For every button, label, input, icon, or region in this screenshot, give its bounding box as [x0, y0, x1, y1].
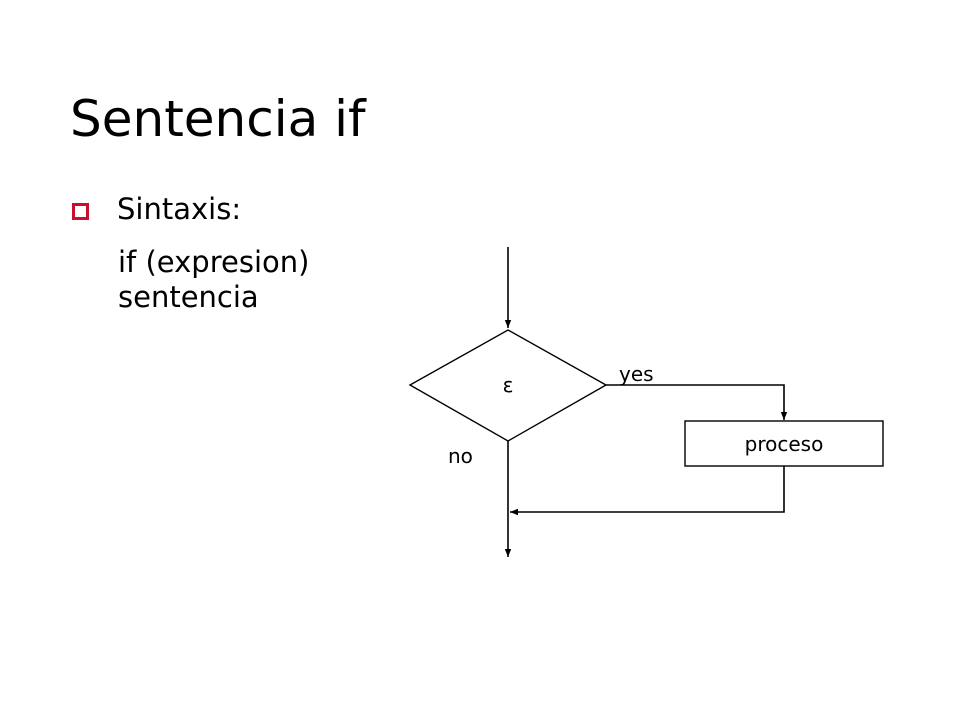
- bullet-item: Sintaxis:: [72, 192, 241, 227]
- yes-label: yes: [619, 362, 654, 386]
- process-label: proceso: [745, 432, 824, 456]
- process-box: [684, 420, 884, 467]
- syntax-code: if (expresion) sentencia: [118, 245, 309, 315]
- return-arrow: [510, 466, 785, 516]
- slide-title: Sentencia if: [70, 90, 366, 148]
- hollow-square-bullet-icon: [72, 202, 89, 220]
- code-line: if (expresion): [118, 245, 310, 279]
- yes-branch-arrow: [606, 384, 788, 420]
- no-label: no: [448, 444, 473, 468]
- bullet-text: Sintaxis:: [117, 192, 242, 226]
- code-line: sentencia: [118, 279, 259, 314]
- decision-label: ε: [503, 373, 514, 397]
